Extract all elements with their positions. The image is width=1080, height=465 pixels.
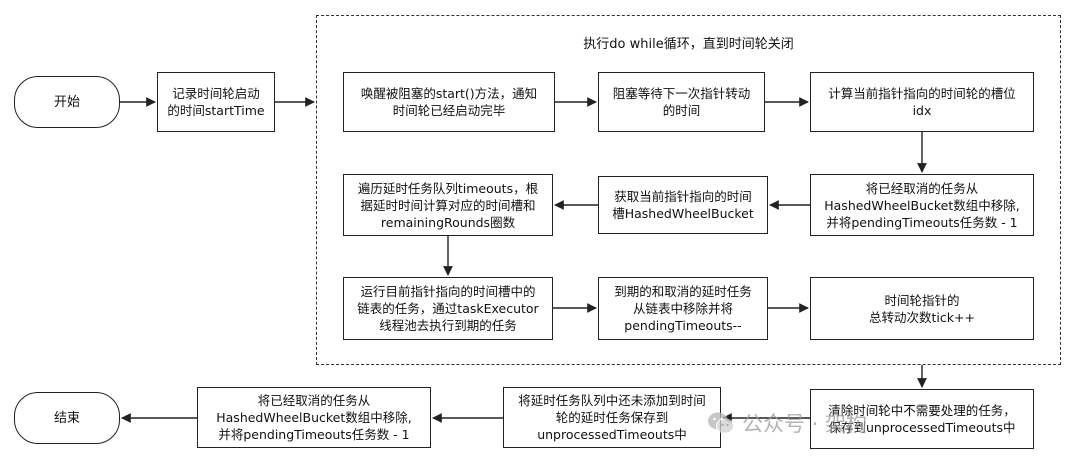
run-tasks-node: 运行目前指针指向的时间槽中的 链表的任务，通过taskExecutor 线程池去… — [343, 277, 553, 340]
wechat-logo-icon — [708, 412, 734, 434]
end-node: 结束 — [14, 392, 120, 444]
calc-idx-node: 计算当前指针指向的时间轮的槽位 idx — [810, 72, 1034, 132]
watermark-text: 公众号 · 架构 — [742, 412, 868, 436]
remove-cancelled-final-node: 将已经取消的任务从 HashedWheelBucket数组中移除, 并将pend… — [197, 387, 431, 448]
wake-start-node: 唤醒被阻塞的start()方法，通知 时间轮已经启动完毕 — [343, 72, 555, 132]
clear-unprocessed-node: 清除时间轮中不需要处理的任务， 保存到unprocessedTimeouts中 — [810, 389, 1034, 449]
record-start-time-node: 记录时间轮启动 的时间startTime — [157, 72, 275, 132]
loop-title: 执行do while循环，直到时间轮关闭 — [583, 37, 794, 52]
traverse-timeouts-node: 遍历延时任务队列timeouts，根 据延时时间计算对应的时间槽和 remain… — [343, 174, 553, 236]
save-unprocessed-node: 将延时任务队列中还未添加到时间 轮的延时任务保存到 unprocessedTim… — [503, 387, 721, 448]
tick-increment-node: 时间轮指针的 总转动次数tick++ — [810, 277, 1034, 340]
remove-cancelled-node: 将已经取消的任务从 HashedWheelBucket数组中移除, 并将pend… — [810, 174, 1034, 236]
remove-expired-node: 到期的和取消的延时任务 从链表中移除并将 pendingTimeouts-- — [598, 277, 768, 340]
wait-tick-node: 阻塞等待下一次指针转动 的时间 — [598, 72, 765, 132]
watermark: 公众号 · 架构 — [706, 406, 867, 440]
get-bucket-node: 获取当前指针指向的时间 槽HashedWheelBucket — [598, 176, 768, 234]
loop-frame — [316, 15, 1061, 365]
start-node: 开始 — [14, 76, 120, 128]
